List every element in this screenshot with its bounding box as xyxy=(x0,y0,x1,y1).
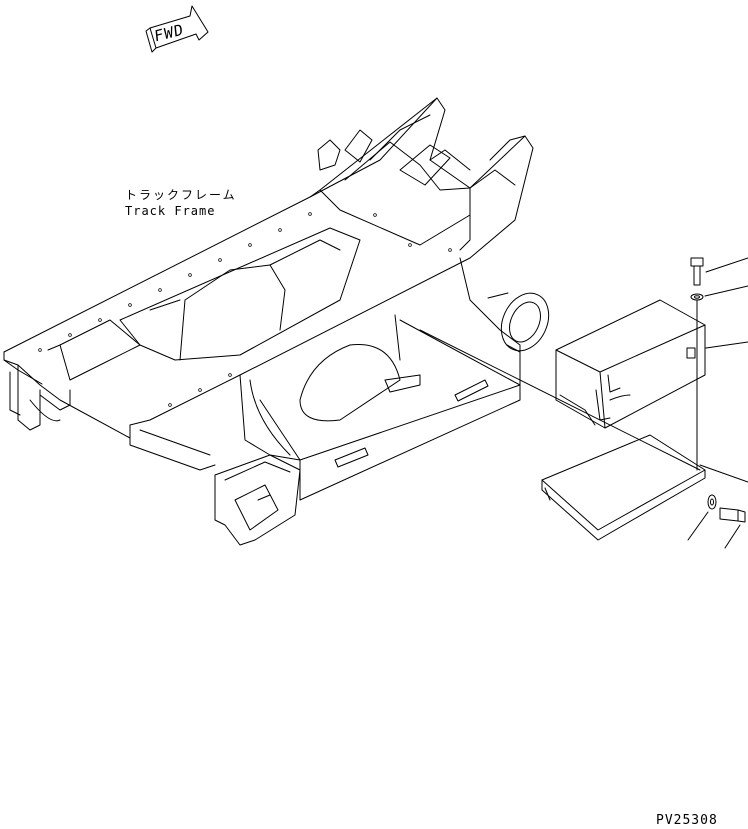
washer-icon xyxy=(707,494,717,510)
bolt-icon xyxy=(719,507,746,523)
track-frame-body xyxy=(3,97,550,546)
drawing-code: PV25308 xyxy=(656,813,718,828)
bolt-icon xyxy=(690,257,704,286)
battery-box xyxy=(555,299,706,429)
battery-tray xyxy=(541,434,706,541)
fwd-arrow-icon xyxy=(145,5,209,53)
callout-lines xyxy=(419,257,748,549)
track-frame-label-japanese: トラックフレーム xyxy=(125,188,237,202)
track-frame-label-english: Track Frame xyxy=(125,204,216,218)
washer-icon xyxy=(690,293,704,301)
